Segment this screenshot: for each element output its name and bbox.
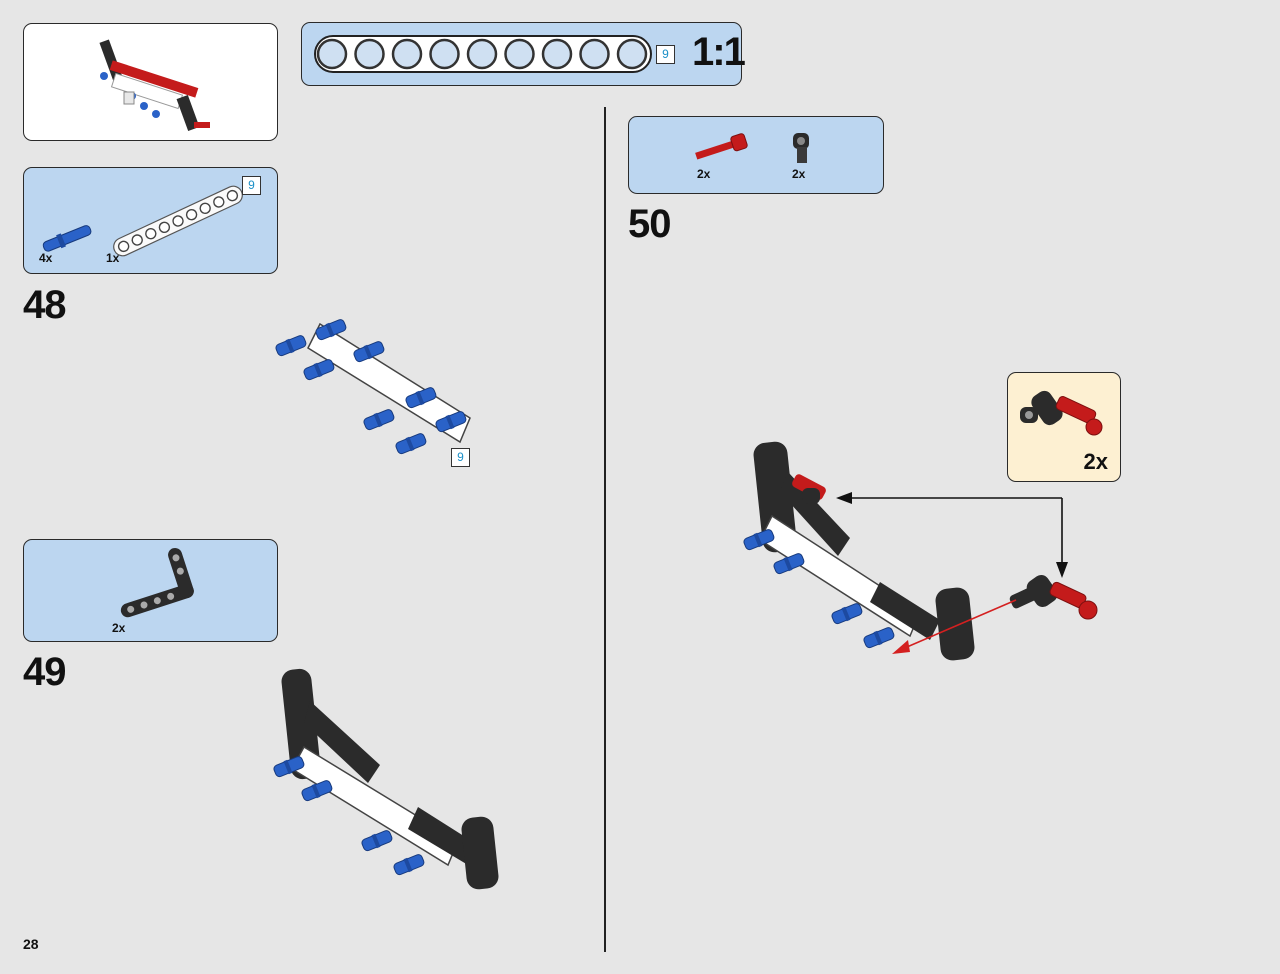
white-beam-9-icon [113,185,243,257]
scale-hole [504,38,535,70]
scale-beam-icon [314,35,652,73]
blue-axle-pin-icon [42,225,92,252]
page-number: 28 [23,936,39,952]
part-qty-blue-pin: 4x [39,251,53,265]
page-divider [604,107,606,952]
black-angle-beam-icon [120,547,194,618]
subassembly-qty: 2x [1083,449,1108,474]
blue-pin [275,335,307,357]
scale-label: 1:1 [692,30,746,74]
blue-pin [303,359,335,381]
blue-pin [863,627,895,649]
beam-length-label: 9 [242,176,261,195]
step-48-parts-box: 9 4x 1x [23,167,278,274]
scale-hole [579,38,610,70]
part-qty-black-connector: 2x [792,167,806,181]
blue-pin [435,411,467,433]
blue-pin [395,433,427,455]
blue-pin [273,756,305,778]
step-number-50: 50 [628,202,671,246]
scale-bar-box: 9 [301,22,742,86]
blue-pin [773,553,805,575]
step-number-48: 48 [23,283,66,327]
blue-pin [353,341,385,363]
step-49-assembly-icon [273,668,499,890]
part-qty-red-axle: 2x [697,167,711,181]
blue-pin [743,529,775,551]
model-progress-icon [99,39,210,132]
blue-pin [361,830,393,852]
scale-hole [354,38,385,70]
step-number-49: 49 [23,650,66,694]
model-progress-box [23,23,278,141]
scale-hole [316,38,348,70]
blue-pin [301,780,333,802]
scale-hole [391,38,423,70]
scale-hole [541,38,573,70]
scale-hole [429,38,460,70]
blue-pin [315,319,347,341]
step-50-assembly-icon [743,441,1098,661]
blue-pin [393,854,425,876]
connector-with-red-axle-icon [1020,390,1103,436]
scale-hole [466,38,498,70]
callout-length-label: 9 [451,448,470,467]
blue-pin [405,387,437,409]
step-49-parts-box: 2x [23,539,278,642]
scale-hole [616,38,648,70]
scale-length-label: 9 [656,45,675,64]
red-axle-icon [695,133,748,160]
part-qty-angle-beam: 2x [112,621,126,635]
black-connector-icon [793,133,809,163]
subassembly-box: 2x [1007,372,1121,482]
step-48-assembly-icon [275,319,471,455]
step-50-parts-box: 2x 2x [628,116,884,194]
blue-pin [831,603,863,625]
blue-pin [363,409,395,431]
part-qty-white-beam: 1x [106,251,120,265]
